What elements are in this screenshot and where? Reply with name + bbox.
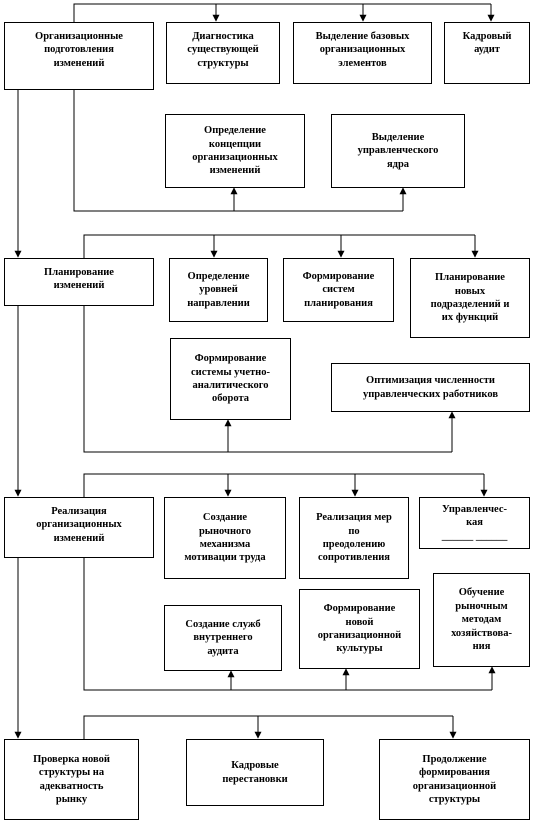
box-audit-services: Создание служб внутреннего аудита: [164, 605, 282, 671]
box-levels: Определение уровней направлении: [169, 258, 268, 322]
box-planning: Планирование изменений: [4, 258, 154, 306]
box-managerial: Управленчес- кая ______ ______: [419, 497, 530, 549]
box-culture: Формирование новой организационной культ…: [299, 589, 420, 669]
box-new-units: Планирование новых подразделений и их фу…: [410, 258, 530, 338]
box-implementation: Реализация организационных изменений: [4, 497, 154, 558]
box-base-elements: Выделение базовых организационных элемен…: [293, 22, 432, 84]
box-mgmt-core: Выделение управленческого ядра: [331, 114, 465, 188]
box-concept: Определение концепции организационных из…: [165, 114, 305, 188]
box-diagnostics: Диагностика существующей структуры: [166, 22, 280, 84]
box-plan-systems: Формирование систем планирования: [283, 258, 394, 322]
box-org-prep: Организационные подготовления изменений: [4, 22, 154, 90]
box-hr-audit: Кадровый аудит: [444, 22, 530, 84]
box-optimization: Оптимизация численности управленческих р…: [331, 363, 530, 412]
box-accounting: Формирование системы учетно- аналитическ…: [170, 338, 291, 420]
box-resistance: Реализация мер по преодолению сопротивле…: [299, 497, 409, 579]
box-training: Обучение рыночным методам хозяйствова- н…: [433, 573, 530, 667]
box-continue: Продолжение формирования организационной…: [379, 739, 530, 820]
box-market-motivation: Создание рыночного механизма мотивации т…: [164, 497, 286, 579]
box-reshuffle: Кадровые перестановки: [186, 739, 324, 806]
box-check: Проверка новой структуры на адекватность…: [4, 739, 139, 820]
